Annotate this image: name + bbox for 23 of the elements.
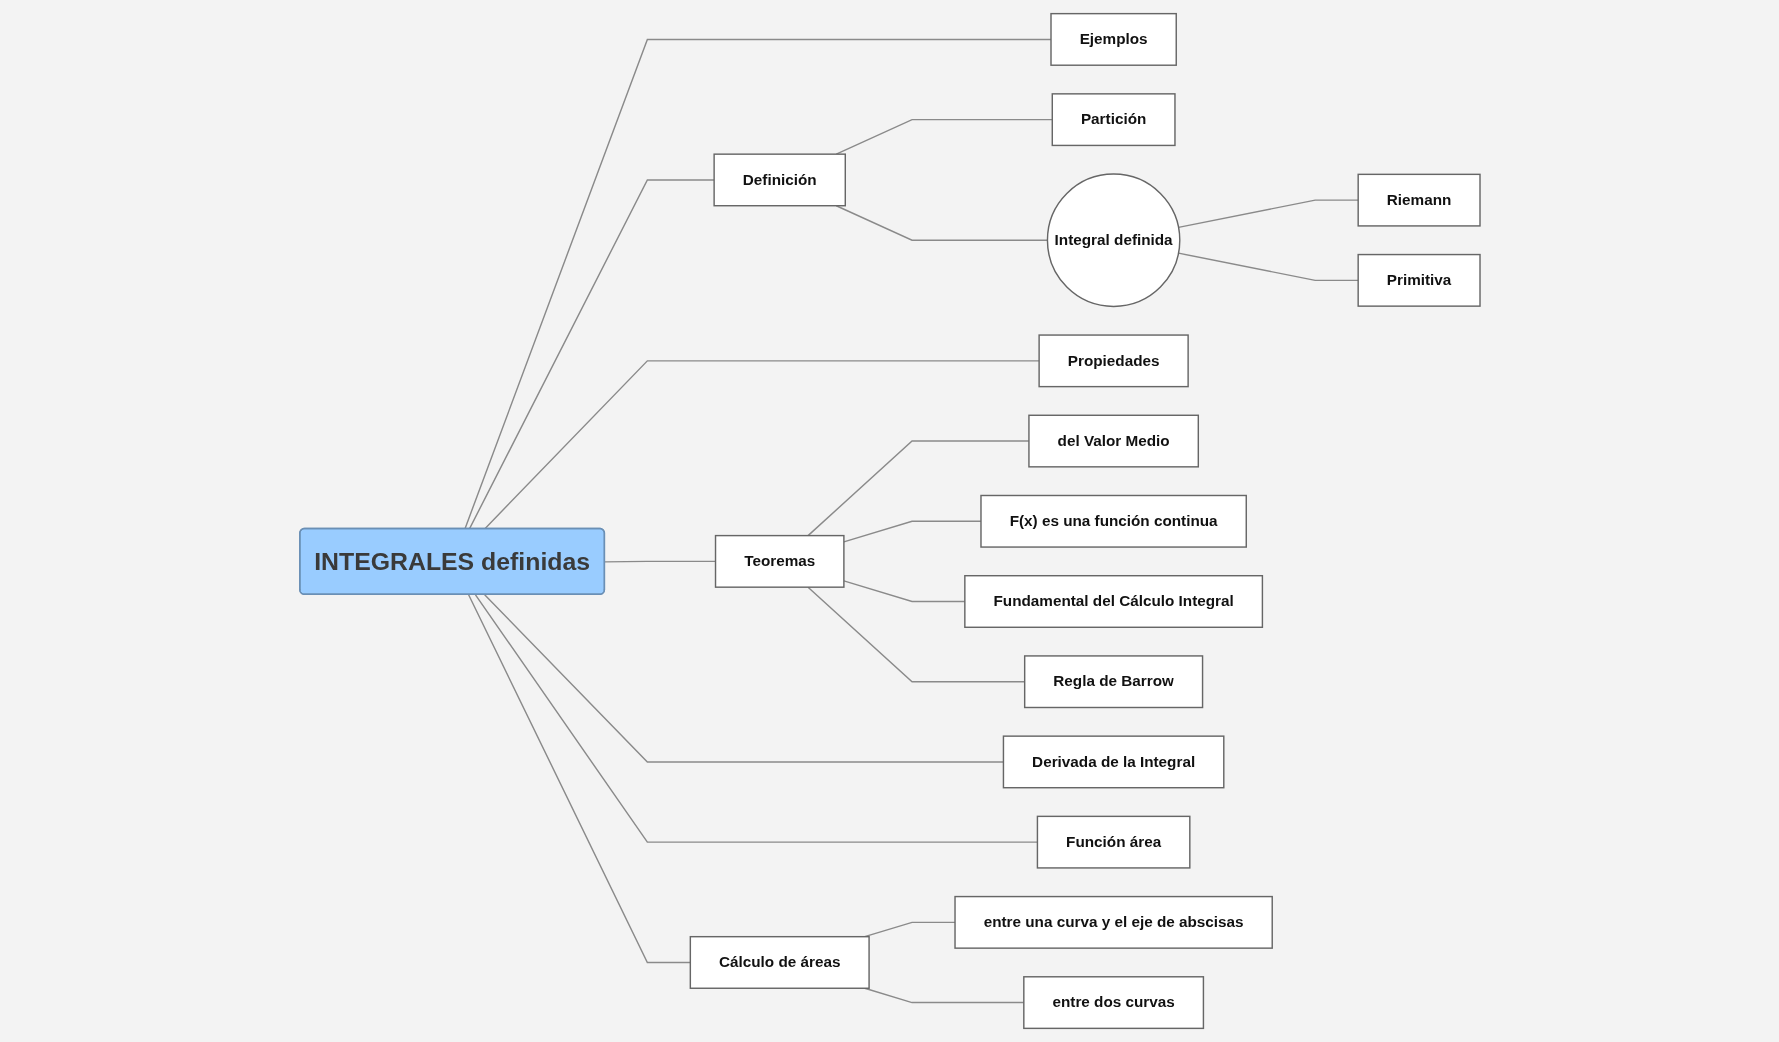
node-box: F(x) es una función continua: [979, 494, 1247, 548]
connector: [483, 594, 1004, 763]
node-box: Fundamental del Cálculo Integral: [963, 575, 1263, 628]
node-box: Riemann: [1357, 173, 1481, 227]
connector: [474, 594, 1038, 843]
node-box: entre dos curvas: [1022, 976, 1204, 1030]
node-box: Función área: [1036, 815, 1191, 869]
node-box: Derivada de la Integral: [1002, 735, 1225, 789]
node-box: entre una curva y el eje de abscisas: [953, 895, 1273, 949]
node-box: Cálculo de áreas: [689, 935, 870, 989]
node-box: Primitiva: [1357, 253, 1481, 307]
node-box: Regla de Barrow: [1023, 655, 1203, 709]
node-box: Partición: [1051, 93, 1176, 147]
connector: [806, 586, 1025, 683]
node-box: del Valor Medio: [1027, 414, 1199, 468]
connector: [463, 38, 1052, 530]
connector: [603, 560, 716, 563]
node-circle: Integral definida: [1046, 173, 1181, 308]
node-box: Ejemplos: [1049, 12, 1177, 66]
node-box: Propiedades: [1038, 334, 1189, 388]
node-box: Teoremas: [714, 534, 845, 588]
node-box: Definición: [713, 153, 846, 207]
connector: [835, 205, 1048, 241]
